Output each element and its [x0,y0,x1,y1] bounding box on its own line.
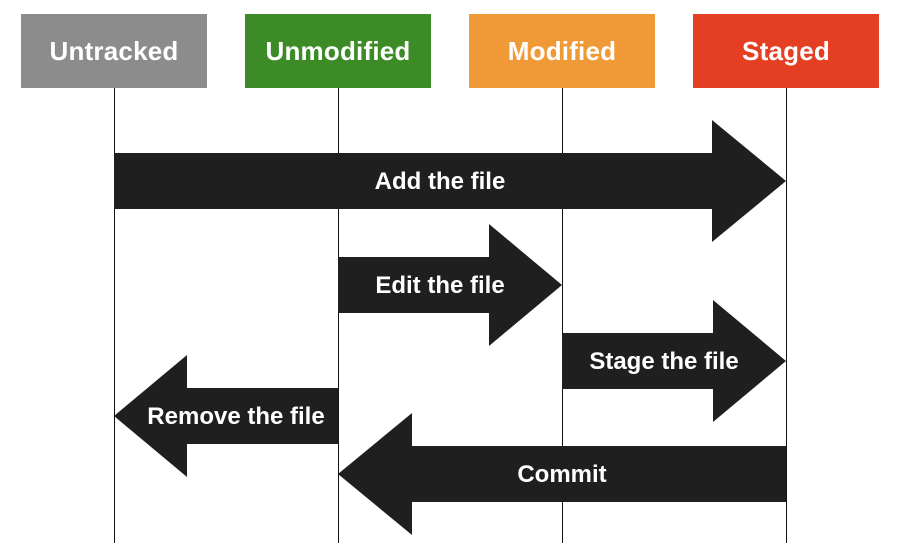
arrow-edit-the-file: Edit the file [338,224,562,346]
state-staged: Staged [693,14,879,88]
arrow-add-the-file-label: Add the file [375,168,506,195]
arrow-stage-the-file-shape [562,300,786,422]
arrow-edit-the-file-label: Edit the file [375,272,504,299]
lifeline-untracked [114,88,115,543]
arrow-remove-the-file: Remove the file [114,355,338,477]
arrow-add-the-file: Add the file [114,120,786,242]
arrow-remove-the-file-shape [114,355,338,477]
arrow-stage-the-file: Stage the file [562,300,786,422]
arrow-edit-the-file-shape [338,224,562,346]
arrow-remove-the-file-label: Remove the file [147,403,324,430]
arrow-commit: Commit [338,413,786,535]
state-modified: Modified [469,14,655,88]
state-unmodified: Unmodified [245,14,431,88]
arrow-commit-label: Commit [517,461,606,488]
state-untracked: Untracked [21,14,207,88]
arrow-stage-the-file-label: Stage the file [589,348,738,375]
arrow-add-the-file-shape [114,120,786,242]
lifeline-staged [786,88,787,543]
lifeline-unmodified [338,88,339,543]
arrow-commit-shape [338,413,786,535]
lifeline-modified [562,88,563,543]
